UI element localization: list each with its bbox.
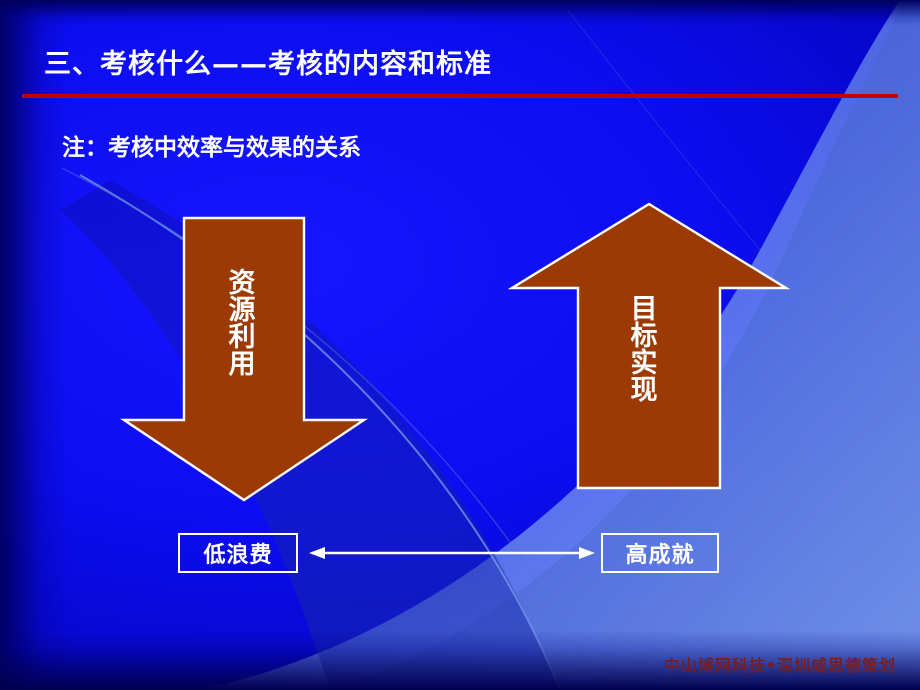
double-arrow-connector	[309, 547, 595, 559]
up-arrow-shape	[508, 202, 790, 490]
high-achievement-box: 高成就	[601, 533, 719, 573]
footer-credit: 中山博网科技•深圳威思德策划	[663, 656, 896, 675]
down-arrow-label: 资源利用	[223, 268, 255, 376]
background-bottom-shadow	[0, 630, 920, 690]
up-arrow-label: 目标实现	[625, 294, 657, 402]
note-text: 注：考核中效率与效果的关系	[62, 135, 361, 161]
page-title: 三、考核什么——考核的内容和标准	[44, 49, 492, 80]
down-arrow-shape	[120, 216, 368, 502]
background-top-shadow	[0, 0, 920, 26]
title-divider	[22, 94, 898, 98]
title-area: 三、考核什么——考核的内容和标准	[0, 26, 920, 101]
low-waste-box: 低浪费	[178, 533, 298, 573]
background-left-shadow	[0, 0, 70, 690]
